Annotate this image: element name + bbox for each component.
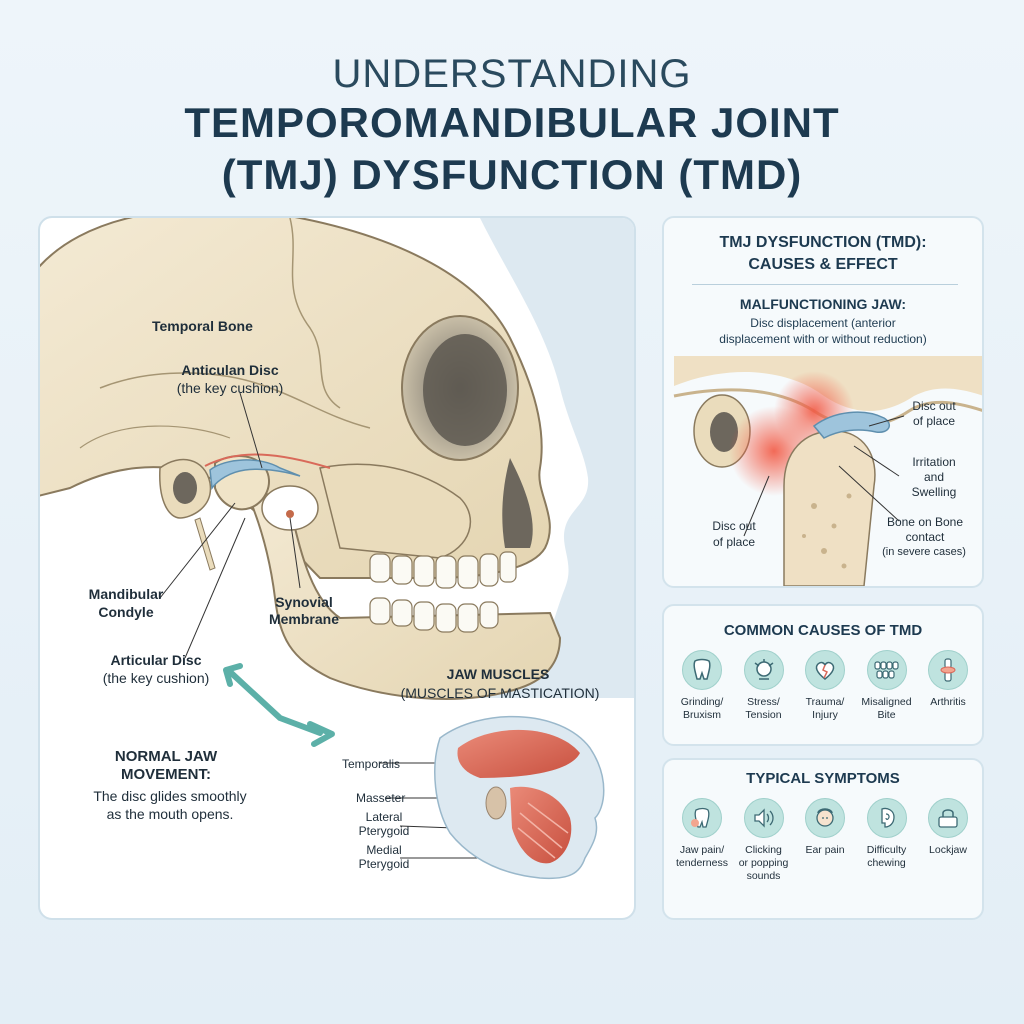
label-jaw-muscles-line1: JAW MUSCLES <box>446 666 550 682</box>
label-synovial-line1: Synovial <box>275 594 333 610</box>
cause-label-line2: Tension <box>745 709 782 721</box>
label-medial-line1: Medial <box>366 843 402 857</box>
causes-panel: COMMON CAUSES OF TMD Grinding/Bruxism St… <box>662 604 984 746</box>
cause-item: Arthritis <box>918 650 978 722</box>
articular-disc <box>209 459 301 490</box>
effects-desc-line2: displacement with or without reduction) <box>719 332 927 346</box>
label-disc-top-sub: (the key cushion) <box>176 380 284 396</box>
symptom-item: Ear pain <box>795 798 855 883</box>
label-normal-desc1: The disc glides smoothly <box>93 788 247 804</box>
symptom-label-line3: sounds <box>746 870 781 882</box>
label-normal-line2: MOVEMENT: <box>121 766 211 783</box>
effects-title-line1: TMJ DYSFUNCTION (TMD): <box>719 234 927 251</box>
cause-item: Grinding/Bruxism <box>672 650 732 722</box>
page-header: UNDERSTANDING TEMPOROMANDIBULAR JOINT (T… <box>0 52 1024 201</box>
symptom-label-line1: Lockjaw <box>929 844 967 856</box>
teeth-bite-icon <box>866 650 907 690</box>
symptom-label-line1: Jaw pain/ <box>679 844 725 856</box>
label-bone-line1: Bone on Bone <box>886 515 964 529</box>
chewing-icon <box>866 798 907 838</box>
label-disc-right-line2: of place <box>912 414 956 428</box>
label-lateral-line2: Pterygoid <box>358 824 410 838</box>
label-temporalis: Temporalis <box>342 757 401 771</box>
symptom-item: Lockjaw <box>918 798 978 883</box>
symptom-label-line2: or popping <box>738 857 789 869</box>
label-disc-top-title: Anticulan Disc <box>181 362 279 378</box>
symptom-label-line1: Clicking <box>745 844 782 856</box>
title-tmj: TEMPOROMANDIBULAR JOINT <box>184 99 840 146</box>
mandible <box>237 475 562 700</box>
anatomy-panel: Temporal Bone Anticulan Disc (the key cu… <box>38 216 636 920</box>
cause-label-line1: Trauma/ <box>805 696 845 708</box>
label-lateral-line1: Lateral <box>365 810 403 824</box>
cause-item: Stress/Tension <box>734 650 794 722</box>
label-condyle-line1: Mandibular <box>88 586 164 602</box>
cause-label-line2: Bruxism <box>683 709 721 721</box>
effects-subtitle: MALFUNCTIONING JAW: <box>739 296 907 312</box>
label-irritation-line3: Swelling <box>911 485 957 499</box>
label-disc-left-line2: of place <box>712 535 756 549</box>
label-temporal-bone: Temporal Bone <box>152 318 253 334</box>
label-normal-desc2: as the mouth opens. <box>106 806 234 822</box>
cause-item: Trauma/Injury <box>795 650 855 722</box>
tooth-grinding-icon <box>682 650 722 690</box>
causes-title: COMMON CAUSES OF TMD <box>723 622 923 639</box>
effects-panel: TMJ DYSFUNCTION (TMD): CAUSES & EFFECT M… <box>662 216 984 588</box>
label-synovial-line2: Membrane <box>268 611 340 627</box>
cause-label-line1: Grinding/ <box>680 696 724 708</box>
title-tmd: (TMJ) DYSFUNCTION (TMD) <box>221 151 803 198</box>
label-disc-bottom-sub: (the key cushion) <box>102 670 210 686</box>
label-jaw-muscles-line2: (MUSCLES OF MASTICATION) <box>400 685 600 701</box>
symptom-item: Jaw pain/tenderness <box>672 798 732 883</box>
causes-icon-row: Grinding/Bruxism Stress/Tension Trauma/I… <box>672 650 978 722</box>
label-medial-line2: Pterygoid <box>358 857 410 871</box>
label-bone-line3: (in severe cases) <box>882 546 966 558</box>
label-masseter: Masseter <box>356 791 406 805</box>
label-bone-line2: contact <box>905 530 945 544</box>
symptom-label-line1: Ear pain <box>805 844 845 856</box>
cause-label-line1: Stress/ <box>747 696 780 708</box>
jaw-pain-icon <box>682 798 722 838</box>
skull-illustration <box>40 218 634 880</box>
symptoms-title: TYPICAL SYMPTOMS <box>746 770 900 787</box>
label-disc-right-line1: Disc out <box>912 399 956 413</box>
label-normal-line1: NORMAL JAW <box>114 748 218 765</box>
cause-label-line1: Arthritis <box>930 696 966 708</box>
cause-label-line1: Misaligned <box>861 696 912 708</box>
effects-desc-line1: Disc displacement (anterior <box>750 316 896 330</box>
muscle-head-illustration <box>434 715 605 880</box>
label-irritation-line2: and <box>923 470 945 484</box>
ear-icon <box>805 798 845 838</box>
label-disc-bottom-title: Articular Disc <box>110 652 202 668</box>
stress-head-icon <box>743 650 784 690</box>
cause-label-line2: Bite <box>877 709 896 721</box>
symptoms-panel: TYPICAL SYMPTOMS Jaw pain/tenderness Cli… <box>662 758 984 920</box>
effects-divider <box>692 284 958 285</box>
symptom-label-line2: tenderness <box>676 857 728 869</box>
joint-closeup-illustration <box>673 356 982 586</box>
symptom-label-line2: chewing <box>867 857 906 869</box>
lock-jaw-icon <box>928 798 968 838</box>
title-understanding: UNDERSTANDING <box>332 52 692 96</box>
cause-label-line2: Injury <box>812 709 838 721</box>
label-irritation-line1: Irritation <box>912 455 956 469</box>
joint-icon <box>928 650 968 690</box>
speaker-icon <box>743 798 784 838</box>
symptom-label-line1: Difficulty <box>866 844 907 856</box>
broken-heart-icon <box>805 650 845 690</box>
label-condyle-line2: Condyle <box>98 604 154 620</box>
label-disc-left-line1: Disc out <box>712 519 756 533</box>
effects-title-line2: CAUSES & EFFECT <box>748 256 898 273</box>
